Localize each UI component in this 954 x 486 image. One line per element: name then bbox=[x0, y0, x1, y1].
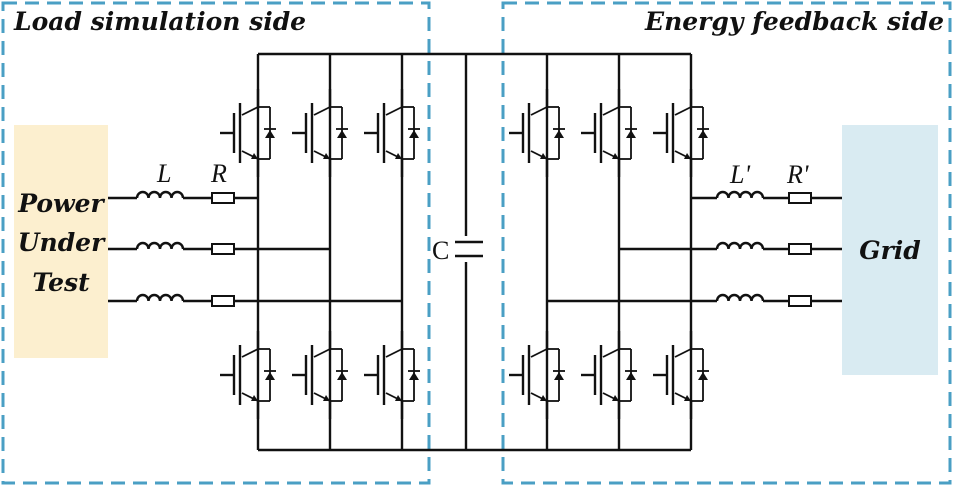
capacitor-label: C bbox=[432, 236, 449, 265]
left-igbt-upper-1 bbox=[218, 87, 278, 179]
left-igbt-upper-3 bbox=[362, 87, 422, 179]
dc-link-capacitor bbox=[455, 54, 483, 450]
right-igbt-upper-3 bbox=[651, 87, 711, 179]
right-inverter bbox=[507, 54, 711, 450]
resistor-label: R bbox=[210, 159, 227, 188]
power-under-test-line2: Under bbox=[18, 228, 106, 257]
resistor-prime-label: R' bbox=[786, 160, 809, 189]
right-igbt-lower-2 bbox=[579, 329, 639, 421]
grid-label: Grid bbox=[859, 236, 921, 265]
energy-feedback-border bbox=[501, 1, 952, 485]
power-under-test-line1: Power bbox=[17, 189, 105, 218]
energy-feedback-title: Energy feedback side bbox=[644, 7, 944, 36]
load-simulation-title: Load simulation side bbox=[13, 7, 306, 36]
left-igbt-upper-2 bbox=[290, 87, 350, 179]
right-igbt-upper-2 bbox=[579, 87, 639, 179]
left-igbt-lower-2 bbox=[290, 329, 350, 421]
left-inverter bbox=[218, 54, 422, 450]
right-igbt-lower-3 bbox=[651, 329, 711, 421]
grid-block bbox=[842, 125, 938, 375]
left-igbt-lower-3 bbox=[362, 329, 422, 421]
load-simulation-border bbox=[1, 1, 431, 485]
inductor-label: L bbox=[156, 159, 171, 188]
left-ac-lines bbox=[108, 190, 402, 307]
power-under-test-line3: Test bbox=[32, 268, 90, 297]
left-igbt-lower-1 bbox=[218, 329, 278, 421]
inductor-prime-label: L' bbox=[729, 160, 750, 189]
right-igbt-lower-1 bbox=[507, 329, 567, 421]
right-ac-lines bbox=[547, 190, 842, 307]
power-under-test-block bbox=[14, 125, 108, 358]
right-igbt-upper-1 bbox=[507, 87, 567, 179]
